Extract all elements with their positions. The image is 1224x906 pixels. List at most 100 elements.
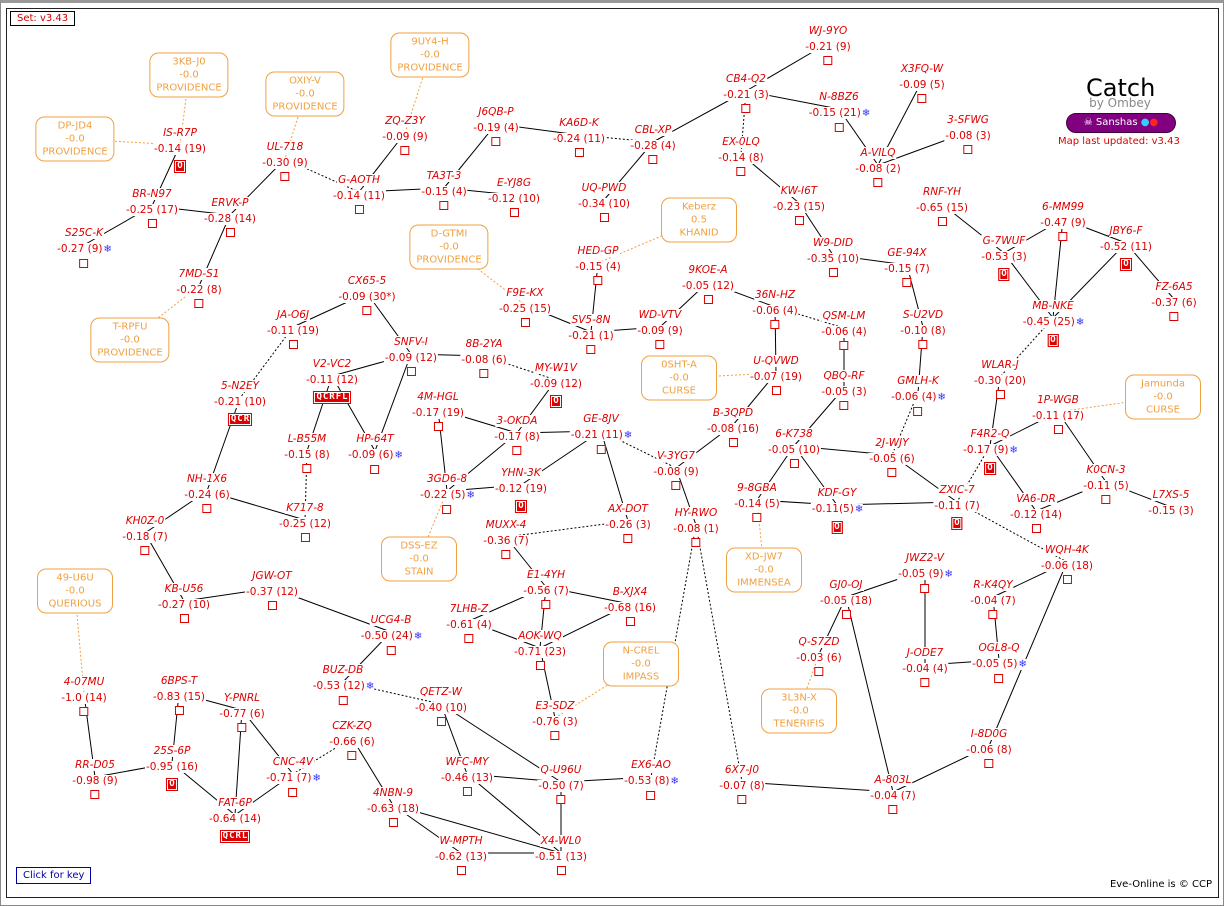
system-name[interactable]: 4M-HGL xyxy=(416,391,460,403)
system-node[interactable]: 5-N2EY-0.21 (10)QCR xyxy=(212,377,268,426)
system-node[interactable]: QETZ-W-0.40 (10) xyxy=(413,683,469,726)
system-square-icon[interactable] xyxy=(1031,524,1041,533)
system-node[interactable]: WJ-9YO-0.21 (9) xyxy=(804,22,852,65)
system-node[interactable]: GE-94X-0.15 (7) xyxy=(883,244,931,287)
system-square-icon[interactable] xyxy=(439,201,449,210)
system-name[interactable]: 5-N2EY xyxy=(219,380,261,392)
system-node[interactable]: SNFV-I-0.09 (12) xyxy=(383,333,439,376)
system-square-icon[interactable] xyxy=(362,306,372,315)
system-name[interactable]: CBL-XP xyxy=(633,124,673,136)
system-name[interactable]: G-7WUF xyxy=(981,235,1027,247)
system-square-icon[interactable] xyxy=(841,610,851,619)
system-name[interactable]: 7LHB-Z xyxy=(448,603,490,615)
system-name[interactable]: F4R2-Q xyxy=(969,428,1011,440)
system-name[interactable]: J6QB-P xyxy=(477,106,515,118)
system-name[interactable]: KW-I6T xyxy=(779,185,819,197)
system-name[interactable]: HED-GP xyxy=(576,245,620,257)
system-name[interactable]: X4-WL0 xyxy=(539,835,583,847)
system-square-icon[interactable] xyxy=(225,228,235,237)
station-services[interactable]: O xyxy=(831,521,843,534)
system-name[interactable]: 25S-6P xyxy=(152,745,192,757)
system-node[interactable]: 4M-HGL-0.17 (19) xyxy=(410,388,466,431)
system-node[interactable]: 3-SFWG-0.08 (3) xyxy=(944,111,992,154)
system-node[interactable]: 6-MM99-0.47 (9) xyxy=(1039,198,1087,241)
system-name[interactable]: CZK-ZQ xyxy=(331,720,373,732)
system-name[interactable]: 9-8GBA xyxy=(736,482,778,494)
system-node[interactable]: VA6-DR-0.12 (14) xyxy=(1008,490,1064,533)
system-name[interactable]: GJ0-OJ xyxy=(828,579,864,591)
system-node[interactable]: KH0Z-0-0.18 (7) xyxy=(121,512,169,555)
station-services[interactable]: O xyxy=(984,462,996,475)
system-square-icon[interactable] xyxy=(984,759,994,768)
system-node[interactable]: B-XJX4-0.68 (16) xyxy=(602,583,658,626)
system-node[interactable]: CZK-ZQ-0.66 (6) xyxy=(328,717,376,760)
system-node[interactable]: 9KOE-A-0.05 (12) xyxy=(680,261,736,304)
system-name[interactable]: VA6-DR xyxy=(1015,493,1057,505)
system-node[interactable]: WLAR-J-0.30 (20) xyxy=(972,356,1028,399)
system-node[interactable]: ZQ-Z3Y-0.09 (9) xyxy=(381,112,429,155)
system-name[interactable]: U-QVWD xyxy=(752,355,800,367)
system-name[interactable]: 9KOE-A xyxy=(687,264,729,276)
system-node[interactable]: N-8BZ6-0.15 (21)❄ xyxy=(807,88,871,132)
system-square-icon[interactable] xyxy=(794,216,804,225)
system-node[interactable]: UQ-PWD-0.34 (10) xyxy=(576,179,632,222)
station-services[interactable]: O xyxy=(174,160,186,173)
system-name[interactable]: F9E-KX xyxy=(505,287,545,299)
system-name[interactable]: FAT-6P xyxy=(217,797,253,809)
system-node[interactable]: L-B55M-0.15 (8) xyxy=(283,430,331,473)
system-node[interactable]: A-803L-0.04 (7) xyxy=(869,771,917,814)
station-services[interactable]: O xyxy=(166,778,178,791)
system-name[interactable]: V-3YG7 xyxy=(656,450,696,462)
system-node[interactable]: CNC-4V-0.71 (7)❄ xyxy=(265,753,321,797)
system-name[interactable]: J-ODE7 xyxy=(905,647,945,659)
system-node[interactable]: 7LHB-Z-0.61 (4) xyxy=(445,600,493,643)
system-name[interactable]: 6-K738 xyxy=(774,428,814,440)
system-square-icon[interactable] xyxy=(691,538,701,547)
system-name[interactable]: AX-DOT xyxy=(607,503,649,515)
system-name[interactable]: CX65-5 xyxy=(346,275,388,287)
station-services[interactable]: O xyxy=(515,500,527,513)
system-name[interactable]: 6-MM99 xyxy=(1041,201,1085,213)
system-square-icon[interactable] xyxy=(586,345,596,354)
system-name[interactable]: B-3QPD xyxy=(711,407,755,419)
system-square-icon[interactable] xyxy=(479,369,489,378)
system-square-icon[interactable] xyxy=(338,696,348,705)
system-node[interactable]: U-QVWD-0.07 (19) xyxy=(748,352,804,395)
system-name[interactable]: E-YJ8G xyxy=(496,177,532,189)
system-name[interactable]: 3GD6-8 xyxy=(425,473,469,485)
system-name[interactable]: 3-OKDA xyxy=(495,415,539,427)
system-name[interactable]: Q-S7ZD xyxy=(797,636,841,648)
system-square-icon[interactable] xyxy=(913,407,923,416)
system-square-icon[interactable] xyxy=(814,667,824,676)
system-node[interactable]: Q-U96U-0.50 (7) xyxy=(537,761,585,804)
system-name[interactable]: TA3T-3 xyxy=(425,170,463,182)
system-square-icon[interactable] xyxy=(920,678,930,687)
system-square-icon[interactable] xyxy=(994,674,1004,683)
system-square-icon[interactable] xyxy=(433,422,443,431)
system-name[interactable]: KDF-GY xyxy=(816,487,858,499)
system-node[interactable]: JBY6-F-0.52 (11)O xyxy=(1098,222,1154,271)
system-name[interactable]: WFC-MY xyxy=(444,756,490,768)
system-name[interactable]: 8B-2YA xyxy=(464,338,504,350)
system-name[interactable]: 7MD-S1 xyxy=(177,268,221,280)
system-node[interactable]: 6X7-J0-0.07 (8) xyxy=(718,761,766,804)
system-name[interactable]: YHN-3K xyxy=(500,467,542,479)
system-square-icon[interactable] xyxy=(737,795,747,804)
system-node[interactable]: G-AOTH-0.14 (11) xyxy=(331,171,387,214)
system-square-icon[interactable] xyxy=(202,504,212,513)
system-node[interactable]: JGW-OT-0.37 (12) xyxy=(244,567,300,610)
system-node[interactable]: JA-O6J-0.11 (19) xyxy=(265,306,321,349)
system-square-icon[interactable] xyxy=(288,340,298,349)
system-name[interactable]: S25C-K xyxy=(63,227,105,239)
system-name[interactable]: QETZ-W xyxy=(419,686,463,698)
system-name[interactable]: 4-07MU xyxy=(62,676,106,688)
system-name[interactable]: MUXX-4 xyxy=(484,519,528,531)
system-node[interactable]: Y-PNRL-0.77 (6) xyxy=(218,689,266,732)
system-name[interactable]: HY-RWO xyxy=(673,507,719,519)
system-node[interactable]: MY-W1V-0.09 (12)O xyxy=(528,359,584,408)
system-name[interactable]: K717-8 xyxy=(285,502,325,514)
